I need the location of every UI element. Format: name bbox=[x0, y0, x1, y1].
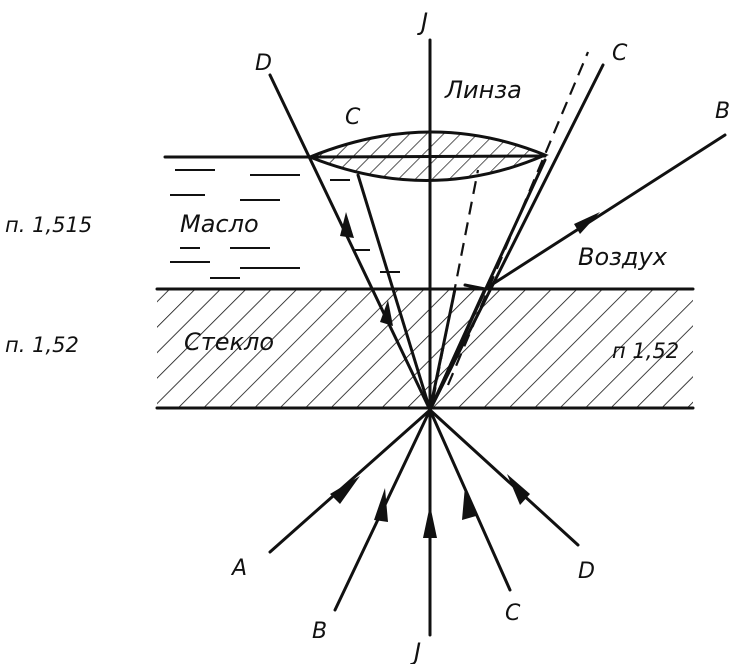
ray-B-oil bbox=[463, 283, 487, 291]
label-n-glass-left: п. 1,52 bbox=[5, 333, 79, 357]
arrow-air-B bbox=[574, 212, 600, 234]
arrow-oil-up bbox=[340, 212, 354, 238]
label-n-glass-right: п 1,52 bbox=[612, 339, 679, 363]
arrow-D-bottom bbox=[507, 474, 530, 505]
ray-A-lower bbox=[268, 408, 432, 554]
label-lens-c: C bbox=[345, 105, 361, 130]
label-C-top: C bbox=[612, 41, 628, 66]
ray-group bbox=[268, 51, 727, 612]
label-C-bottom: C bbox=[505, 601, 521, 626]
label-B-top: B bbox=[715, 99, 730, 124]
label-glass: Стекло bbox=[184, 328, 274, 356]
ray-B-glass bbox=[428, 287, 487, 412]
arrow-B-bottom bbox=[374, 488, 388, 522]
ray-D-lower bbox=[428, 408, 580, 547]
ray-B-air bbox=[483, 133, 727, 291]
ray-D-upper bbox=[268, 73, 432, 412]
dashed-C-right bbox=[446, 51, 590, 386]
label-n-oil: п. 1,515 bbox=[5, 213, 92, 237]
dashed-C-left bbox=[431, 169, 480, 401]
arrow-C-bottom bbox=[462, 486, 476, 520]
label-J-top: J bbox=[417, 8, 428, 36]
label-D-top: D bbox=[255, 51, 272, 76]
arrow-A bbox=[330, 476, 360, 504]
label-D-bottom: D bbox=[578, 559, 595, 584]
label-oil: Масло bbox=[180, 210, 259, 238]
arrow-J-bottom bbox=[423, 505, 437, 538]
oil-layer bbox=[170, 169, 400, 279]
label-J-bottom: J bbox=[410, 638, 421, 664]
ray-D-inner bbox=[356, 173, 432, 412]
label-lens: Линза bbox=[444, 76, 522, 104]
label-air: Воздух bbox=[578, 243, 668, 271]
arrowheads bbox=[330, 212, 600, 538]
label-A-bottom: A bbox=[230, 556, 247, 581]
label-B-bottom: B bbox=[312, 619, 327, 644]
ray-C-upper bbox=[428, 63, 605, 412]
arrow-glass-up bbox=[380, 300, 393, 326]
glass-slab bbox=[157, 289, 693, 408]
